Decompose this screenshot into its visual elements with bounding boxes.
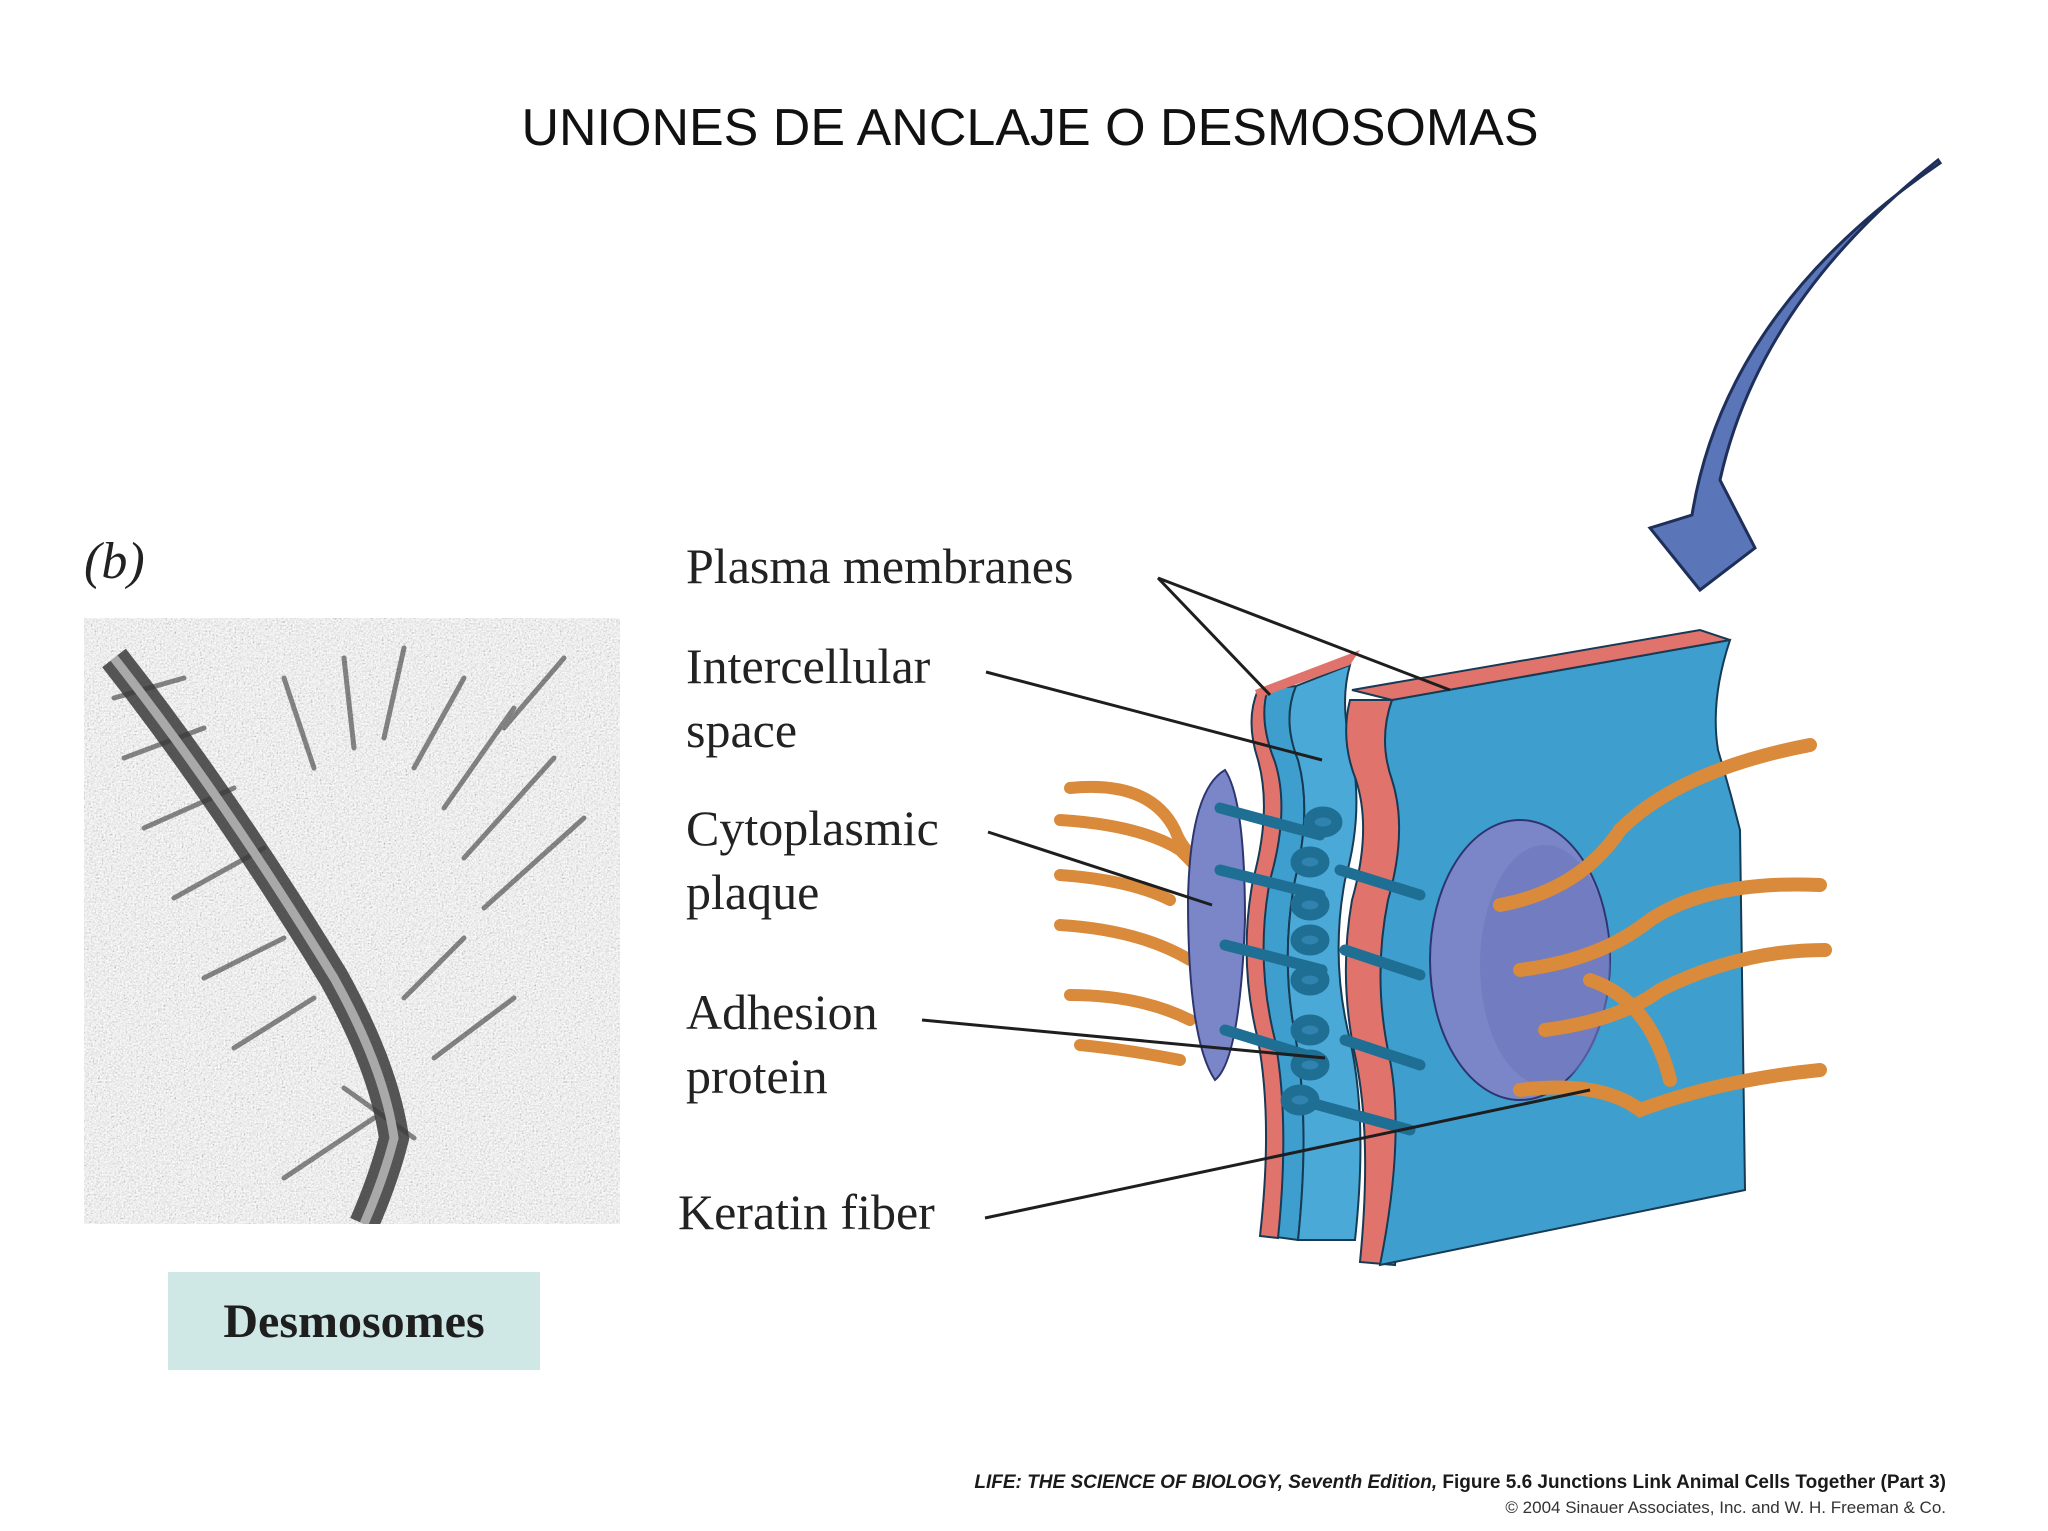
leader-lines [921, 576, 1591, 1220]
electron-micrograph [84, 618, 620, 1224]
keratin-fibers-right [1493, 738, 1832, 1118]
adhesion-proteins [1214, 802, 1426, 1136]
label-intercellular-2: space [686, 702, 798, 758]
figure-credit: LIFE: THE SCIENCE OF BIOLOGY, Seventh Ed… [974, 1472, 1946, 1494]
label-cytoplasmic-1: Cytoplasmic [686, 800, 939, 856]
leader-cytoplasmic [987, 830, 1213, 907]
leader-plasma-membranes [1156, 576, 1451, 697]
leader-keratin [984, 1088, 1591, 1220]
label-adhesion-2: protein [686, 1048, 828, 1104]
caption-text: Desmosomes [223, 1294, 485, 1348]
label-adhesion-1: Adhesion [686, 984, 878, 1040]
credit-book-title: LIFE: THE SCIENCE OF BIOLOGY, Seventh Ed… [974, 1472, 1438, 1493]
label-intercellular-1: Intercellular [686, 638, 931, 694]
copyright-line: © 2004 Sinauer Associates, Inc. and W. H… [1505, 1498, 1946, 1517]
credit-figure: Figure 5.6 Junctions Link Animal Cells T… [1437, 1472, 1946, 1493]
cytoplasmic-plaque-left [1186, 768, 1247, 1082]
panel-tag: (b) [84, 533, 145, 590]
page-title: UNIONES DE ANCLAJE O DESMOSOMAS [521, 99, 1539, 157]
desmosomes-caption: Desmosomes [168, 1272, 540, 1370]
pointer-arrow [1647, 157, 1943, 593]
label-cytoplasmic-2: plaque [686, 864, 820, 920]
label-keratin-fiber: Keratin fiber [678, 1184, 935, 1240]
leader-adhesion [921, 1018, 1326, 1060]
leader-intercellular [985, 670, 1323, 762]
label-plasma-membranes: Plasma membranes [686, 538, 1074, 594]
